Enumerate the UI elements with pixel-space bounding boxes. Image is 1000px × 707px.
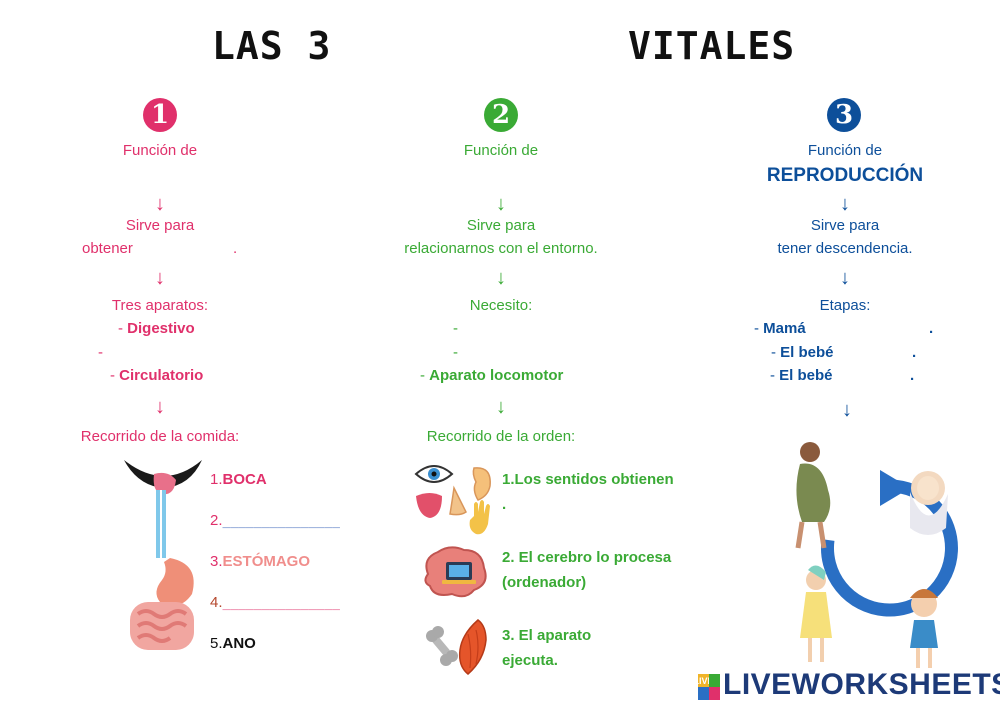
senses-illustration: [414, 465, 491, 535]
large-intestine-icon: [130, 602, 194, 650]
col3-arrow-2: ↓: [840, 267, 850, 289]
title-right: VITALES: [628, 24, 796, 68]
col1-obtener-dot: .: [233, 240, 238, 257]
col3-arrow-3: ↓: [842, 399, 852, 421]
col3-etapa-1-dot: .: [929, 320, 934, 337]
col2-step-2b: (ordenador): [502, 574, 587, 591]
bone-icon: [426, 626, 458, 666]
col2-step-1: 1.Los sentidos obtienen: [502, 471, 674, 488]
col1-obtener-label: obtener: [82, 240, 133, 257]
title-left: LAS 3: [212, 24, 332, 68]
col3-etapa-2: - El bebé: [771, 344, 834, 361]
ear-icon: [472, 467, 491, 501]
brain-computer-icon: [424, 546, 487, 598]
col1-tres-label: Tres aparatos:: [111, 297, 209, 314]
col3-etapa-3-dot: .: [910, 367, 915, 384]
col2-step-1-dot: .: [502, 496, 507, 513]
col3-sirve-label: Sirve para: [810, 217, 880, 234]
digestive-system-illustration: [124, 460, 202, 650]
col1-aparato-1: - Digestivo: [118, 320, 195, 337]
col1-aparato-2-blank: -: [98, 344, 103, 361]
child-icon: [910, 589, 938, 668]
col3-funcion-label: Función de: [807, 142, 883, 159]
col3-arrow-1: ↓: [840, 193, 850, 215]
col2-aparato-locomotor: - Aparato locomotor: [420, 367, 564, 384]
stomach-icon: [156, 558, 194, 606]
col2-necesito-blank-1: -: [453, 320, 458, 337]
col2-relacion-label: relacionarnos con el entorno.: [404, 240, 598, 257]
number-badge-3: 3: [827, 98, 861, 132]
logo-letter-l: LIVE: [693, 674, 714, 687]
number-badge-2: 2: [484, 98, 518, 132]
baby-icon: [910, 471, 948, 535]
step-3: 3.ESTÓMAGO: [210, 553, 311, 570]
number-badge-1: 1: [143, 98, 177, 132]
col2-necesito-blank-2: -: [453, 344, 458, 361]
bone-muscle-icon: [426, 619, 487, 675]
col1-funcion-label: Función de: [122, 142, 198, 159]
col3-reproduccion-label: REPRODUCCIÓN: [766, 165, 924, 186]
col2-arrow-2: ↓: [496, 267, 506, 289]
liveworksheets-logo-icon: LIVE: [693, 674, 720, 700]
col3-tener-label: tener descendencia.: [777, 240, 913, 257]
col1-aparato-3: - Circulatorio: [110, 367, 204, 384]
col2-recorrido-label: Recorrido de la orden:: [426, 428, 576, 445]
col1-arrow-3: ↓: [155, 396, 165, 418]
col3-etapa-3: - El bebé: [770, 367, 833, 384]
col3-etapas-label: Etapas:: [819, 297, 871, 314]
step-1: 1.BOCA: [210, 471, 267, 488]
col2-arrow-1: ↓: [496, 193, 506, 215]
life-cycle-illustration: [795, 442, 958, 668]
col1-arrow-2: ↓: [155, 267, 165, 289]
col1-arrow-1: ↓: [155, 193, 165, 215]
cycle-arrow-icon: [821, 479, 958, 617]
muscle-icon: [458, 619, 487, 675]
col2-necesito-label: Necesito:: [469, 297, 533, 314]
hand-icon: [469, 500, 490, 535]
col1-sirve-label: Sirve para: [125, 217, 195, 234]
col2-step-3a: 3. El aparato: [502, 627, 592, 644]
small-intestine-icon: [136, 609, 188, 643]
mouth-icon: [124, 460, 202, 488]
liveworksheets-brand[interactable]: LIVEWORKSHEETS: [723, 668, 1000, 701]
girl-icon: [800, 565, 832, 662]
tongue-sense-icon: [416, 493, 442, 518]
step-5: 5.ANO: [210, 635, 256, 652]
tongue-icon: [153, 472, 176, 495]
col2-sirve-label: Sirve para: [466, 217, 536, 234]
step-4: 4._______________: [210, 594, 340, 611]
nose-icon: [449, 485, 467, 516]
col2-funcion-label: Función de: [463, 142, 539, 159]
col3-etapa-2-dot: .: [912, 344, 917, 361]
col2-arrow-3: ↓: [496, 396, 506, 418]
col1-recorrido-label: Recorrido de la comida:: [80, 428, 240, 445]
pregnant-woman-icon: [795, 442, 831, 549]
col2-step-2a: 2. El cerebro lo procesa: [502, 549, 672, 566]
step-2: 2._______________: [210, 512, 340, 529]
col2-step-3b: ejecuta.: [502, 652, 558, 669]
col3-etapa-1: - Mamá: [754, 320, 806, 337]
